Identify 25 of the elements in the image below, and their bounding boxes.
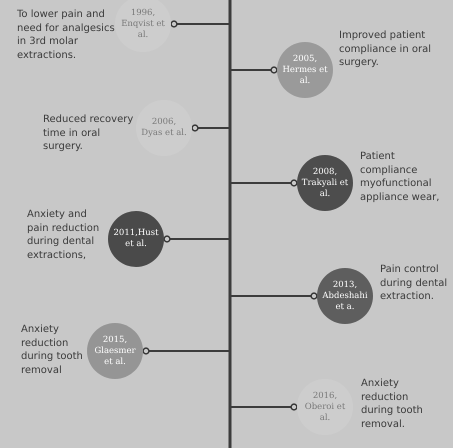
description-text: Anxiety reduction during tooth removal — [21, 323, 84, 377]
citation-text: 2016, Oberoi et al. — [304, 390, 346, 424]
citation-text: 2011,Hust et al. — [112, 228, 160, 250]
branch-connector — [142, 347, 228, 355]
branch-connector — [232, 66, 278, 74]
timeline-spine — [228, 0, 232, 448]
description-text: Reduced recovery time in oral surgery. — [43, 113, 134, 154]
description-text: Improved patient compliance in oral surgery. — [339, 29, 432, 70]
citation-text: 2015, Glaesmer et al. — [93, 334, 137, 368]
citation-text: 2008, Trakyali et al. — [300, 166, 350, 200]
description-text: Anxiety and pain reduction during dental extractions, — [27, 208, 100, 262]
description-text: Patient compliance myofunctional appliance wear, — [360, 150, 440, 204]
citation-text: 2005, Hermes et al. — [281, 54, 329, 86]
branch-connector — [232, 179, 298, 187]
branch-connector — [191, 124, 228, 132]
branch-connector — [232, 403, 298, 411]
branch-connector — [232, 292, 318, 300]
citation-text: 2006, Dyas et al. — [140, 117, 188, 139]
citation-text: 2013, Abdeshahi et a. — [321, 280, 369, 312]
branch-connector — [170, 20, 228, 28]
citation-text: 1996, Enqvist et al. — [120, 8, 166, 40]
description-text: Anxiety reduction during tooth removal. — [361, 377, 424, 431]
description-text: Pain control during dental extraction. — [380, 263, 448, 304]
branch-connector — [163, 235, 228, 243]
description-text: To lower pain and need for analgesics in 3rd molar extractions. — [17, 8, 116, 62]
